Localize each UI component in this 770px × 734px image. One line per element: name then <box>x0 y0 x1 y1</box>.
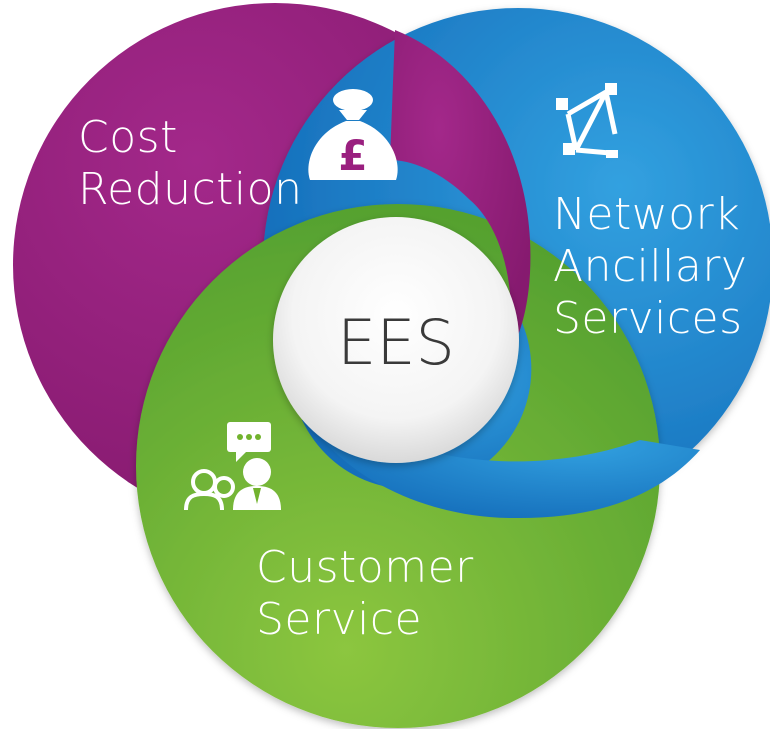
center-label: EES <box>337 306 455 379</box>
customer-support-icon <box>184 422 281 511</box>
network-nodes-icon <box>556 83 618 158</box>
money-bag-pound-icon: £ <box>308 89 398 180</box>
cost-reduction-label-line1: Cost <box>78 112 178 163</box>
customer-service-label-line1: Customer <box>256 542 474 593</box>
cost-reduction-overlap <box>390 30 531 360</box>
center-disc <box>273 217 519 463</box>
pound-symbol: £ <box>338 131 367 180</box>
network-label-line3: Services <box>553 293 743 344</box>
customer-service-label-line2: Service <box>256 594 422 645</box>
network-label-line2: Ancillary <box>553 241 747 292</box>
network-services-overlap-lower <box>300 405 700 519</box>
cost-reduction-label-line2: Reduction <box>78 164 302 215</box>
network-label-line1: Network <box>553 189 740 240</box>
